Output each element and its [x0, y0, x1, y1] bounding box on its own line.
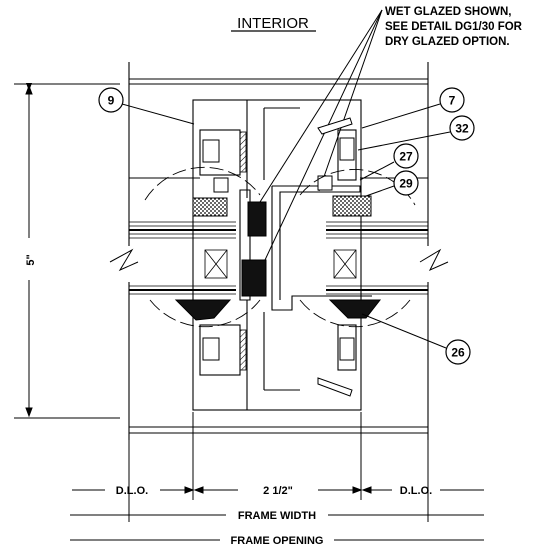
- svg-text:9: 9: [108, 94, 115, 108]
- break-line-left: [109, 248, 139, 272]
- note-line-3: DRY GLAZED OPTION.: [385, 36, 510, 48]
- break-line-right: [419, 248, 449, 272]
- dlo-dimension-row: [72, 486, 484, 494]
- svg-text:27: 27: [399, 150, 413, 164]
- callout-26: 26: [361, 313, 471, 365]
- spline-upper: [239, 131, 247, 173]
- glass-left: [129, 221, 236, 295]
- height-dimension-label: 5": [25, 254, 37, 265]
- height-dimension: [14, 83, 120, 419]
- note-leader-1: [259, 9, 383, 203]
- callout-32: 32: [357, 115, 475, 151]
- frame-width-label: FRAME WIDTH: [238, 510, 316, 522]
- dimension-extension-lines: [128, 412, 429, 522]
- svg-text:7: 7: [449, 94, 456, 108]
- wet-seal-upper: [247, 201, 267, 237]
- callout-7: 7: [361, 87, 465, 129]
- note-leader-3: [264, 9, 383, 261]
- mullion-width-label: 2 1/2": [263, 485, 293, 497]
- dlo-right-label: D.L.O.: [400, 485, 432, 497]
- callout-27: 27: [359, 143, 419, 181]
- bolt-heads: [202, 137, 355, 361]
- frame-opening-label: FRAME OPENING: [231, 535, 324, 547]
- wet-seal-lower: [241, 259, 267, 297]
- glazing-clips: [213, 117, 353, 397]
- svg-text:32: 32: [455, 122, 469, 136]
- note-line-1: WET GLAZED SHOWN,: [385, 6, 512, 18]
- note-line-2: SEE DETAIL DG1/30 FOR: [385, 21, 523, 33]
- interior-title: INTERIOR: [237, 15, 309, 32]
- svg-text:26: 26: [451, 346, 465, 360]
- callout-9: 9: [98, 87, 195, 125]
- gasket-lower-left: [174, 299, 232, 321]
- spline-lower: [239, 329, 247, 371]
- glass-right: [326, 221, 428, 295]
- glazing-tape-right: [332, 195, 372, 217]
- svg-text:29: 29: [399, 177, 413, 191]
- gasket-lower-right: [328, 299, 382, 319]
- callout-29: 29: [365, 170, 419, 197]
- dlo-left-label: D.L.O.: [116, 485, 148, 497]
- glazing-tape-left: [192, 197, 228, 217]
